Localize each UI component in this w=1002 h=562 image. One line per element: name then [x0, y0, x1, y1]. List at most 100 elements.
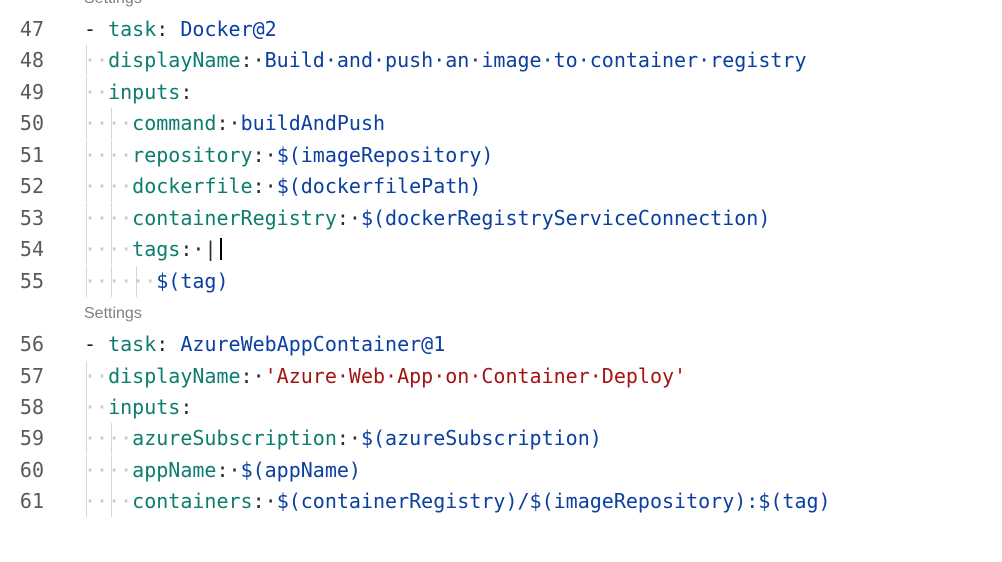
line-code: ····tags:·|	[84, 234, 223, 265]
whitespace-dots: ··	[84, 364, 109, 388]
yaml-key: tags	[132, 237, 181, 261]
code-line[interactable]: 54 ····tags:·|	[0, 234, 1002, 265]
indent-guide	[86, 423, 87, 454]
yaml-key: repository	[132, 143, 253, 167]
line-number: 50	[19, 111, 44, 135]
indent-guide	[86, 45, 87, 76]
yaml-key: task	[108, 17, 157, 41]
yaml-colon: :	[180, 80, 193, 104]
yaml-key: displayName	[108, 364, 241, 388]
line-number: 51	[19, 143, 44, 167]
yaml-value: AzureWebAppContainer@1	[180, 332, 446, 356]
indent-guide	[111, 455, 112, 486]
code-line[interactable]: 48··displayName:·Build·and·push·an·image…	[0, 45, 1002, 76]
code-line[interactable]: 52····dockerfile:·$(dockerfilePath)	[0, 171, 1002, 202]
indent-guide	[86, 77, 87, 108]
yaml-value: $(dockerfilePath)	[276, 174, 482, 198]
indent-guide	[86, 171, 87, 202]
indent-guide	[111, 423, 112, 454]
code-line[interactable]: 53····containerRegistry:·$(dockerRegistr…	[0, 203, 1002, 234]
code-line[interactable]: 51 ····repository:·$(imageRepository)	[0, 140, 1002, 171]
whitespace-dots: ····	[84, 143, 133, 167]
yaml-value: Docker@2	[180, 17, 277, 41]
line-code: ····containers:·$(containerRegistry)/$(i…	[84, 486, 831, 517]
line-code: - task: AzureWebAppContainer@1	[84, 329, 445, 360]
indent-guide	[111, 140, 112, 171]
yaml-key: dockerfile	[132, 174, 253, 198]
yaml-key: azureSubscription	[132, 426, 337, 450]
line-code: ····dockerfile:·$(dockerfilePath)	[84, 171, 481, 202]
codelens-settings-mid[interactable]: Settings	[84, 305, 142, 322]
yaml-key: displayName	[108, 48, 241, 72]
line-code: ····appName:·$(appName)	[84, 455, 361, 486]
yaml-value: $(appName)	[240, 458, 361, 482]
line-number: 56	[19, 332, 44, 356]
yaml-colon: :·	[216, 458, 241, 482]
text-cursor	[220, 238, 223, 260]
line-number: 55	[19, 269, 44, 293]
line-number: 49	[19, 80, 44, 104]
line-code: ····repository:·$(imageRepository)	[84, 140, 493, 171]
line-code: ··inputs:	[84, 77, 192, 108]
indent-guide	[86, 392, 87, 423]
indent-guide	[111, 486, 112, 517]
yaml-value: $(azureSubscription)	[360, 426, 602, 450]
code-line[interactable]: 61 ····containers:·$(containerRegistry)/$…	[0, 486, 1002, 517]
indent-guide	[86, 234, 87, 265]
indent-guide	[86, 266, 87, 297]
indent-guide	[86, 203, 87, 234]
yaml-colon: :·	[252, 489, 277, 513]
yaml-key: inputs	[108, 80, 181, 104]
whitespace-dots: ····	[84, 237, 133, 261]
indent-guide	[111, 203, 112, 234]
yaml-value: $(dockerRegistryServiceConnection)	[360, 206, 771, 230]
whitespace-dots: ··	[84, 395, 109, 419]
code-line[interactable]: 47- task: Docker@2	[0, 14, 1002, 45]
yaml-colon: :·	[180, 237, 205, 261]
line-code: ····azureSubscription:·$(azureSubscripti…	[84, 423, 602, 454]
yaml-key: inputs	[108, 395, 181, 419]
whitespace-dots: ······	[84, 269, 157, 293]
code-line[interactable]: 50 ····command:·buildAndPush	[0, 108, 1002, 139]
code-line[interactable]: 58 ··inputs:	[0, 392, 1002, 423]
yaml-key: command	[132, 111, 217, 135]
whitespace-dots: ··	[84, 80, 109, 104]
code-line[interactable]: 49 ··inputs:	[0, 77, 1002, 108]
list-dash: -	[84, 17, 109, 41]
line-number: 54	[19, 237, 44, 261]
line-number: 58	[19, 395, 44, 419]
yaml-colon: :·	[252, 143, 277, 167]
line-code: ··inputs:	[84, 392, 192, 423]
yaml-value: buildAndPush	[240, 111, 386, 135]
yaml-key: containers	[132, 489, 253, 513]
line-code: ····command:·buildAndPush	[84, 108, 385, 139]
yaml-key: containerRegistry	[132, 206, 337, 230]
indent-guide	[86, 108, 87, 139]
yaml-colon: :·	[240, 48, 265, 72]
codelens-settings-top[interactable]: Settings	[84, 0, 142, 8]
code-line[interactable]: 55 ······$(tag)	[0, 266, 1002, 297]
code-line[interactable]: 56 - task: AzureWebAppContainer@1	[0, 329, 1002, 360]
line-code: ····containerRegistry:·$(dockerRegistryS…	[84, 203, 770, 234]
yaml-value: Build·and·push·an·image·to·container·reg…	[264, 48, 807, 72]
yaml-colon: :	[180, 395, 193, 419]
line-code: ··displayName:·'Azure·Web·App·on·Contain…	[84, 361, 686, 392]
code-line[interactable]: 60····appName:·$(appName)	[0, 455, 1002, 486]
whitespace-dots: ····	[84, 174, 133, 198]
line-number: 61	[19, 489, 44, 513]
yaml-colon: :	[156, 332, 181, 356]
code-line[interactable]: 59 ····azureSubscription:·$(azureSubscrip…	[0, 423, 1002, 454]
yaml-key: task	[108, 332, 157, 356]
indent-guide	[136, 266, 137, 297]
line-number: 57	[19, 364, 44, 388]
code-line[interactable]: 57 ··displayName:·'Azure·Web·App·on·Conta…	[0, 361, 1002, 392]
whitespace-dots: ····	[84, 111, 133, 135]
yaml-colon: :	[156, 17, 181, 41]
yaml-block-indicator: |	[204, 237, 217, 261]
line-number: 48	[19, 48, 44, 72]
yaml-value: $(tag)	[156, 269, 229, 293]
line-code: ······$(tag)	[84, 266, 229, 297]
line-number: 59	[19, 426, 44, 450]
yaml-colon: :·	[336, 426, 361, 450]
